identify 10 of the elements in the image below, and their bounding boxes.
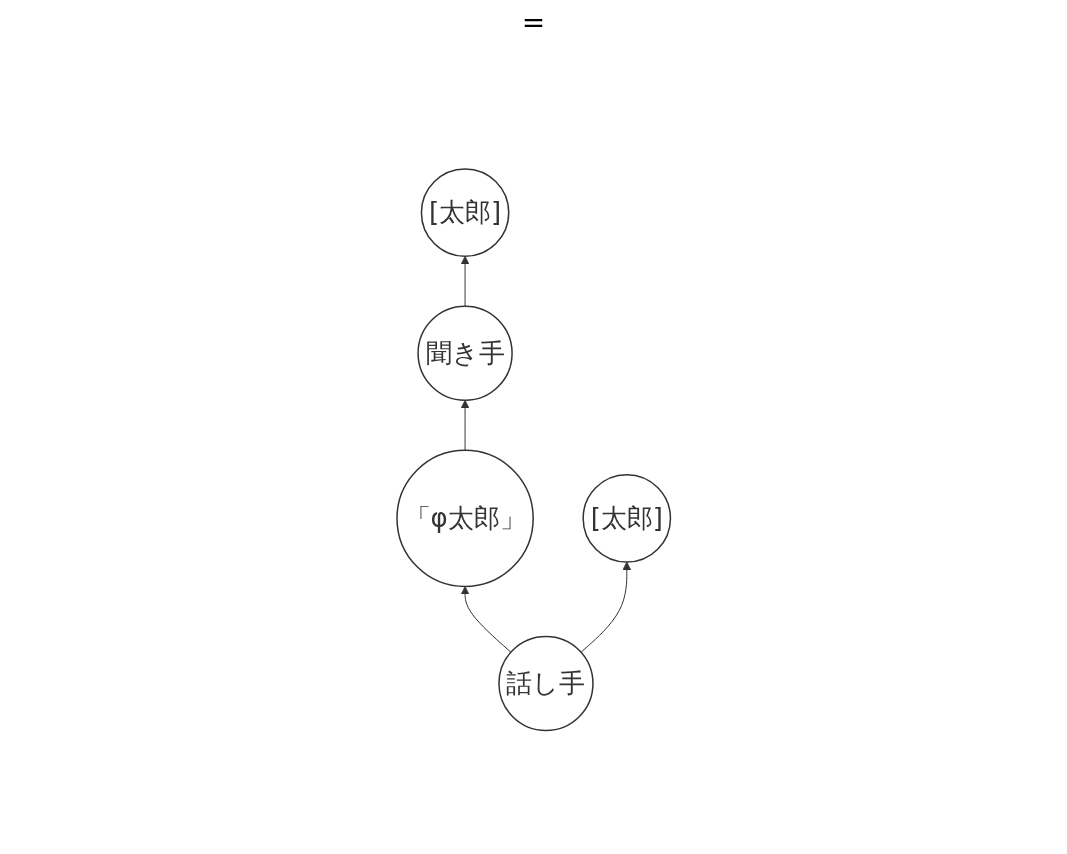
arrow (460, 585, 512, 653)
equals-sign: = (521, 6, 546, 39)
node-circle: 聞き手 (417, 305, 513, 401)
arrow (460, 255, 470, 307)
arrow (460, 399, 470, 451)
arrow (580, 561, 631, 653)
node-circle: [太郎] (582, 473, 671, 563)
node-circle: [太郎] (420, 168, 510, 257)
node-circle: 「φ太郎」 (396, 449, 534, 587)
node-circle: 話し手 (497, 635, 594, 731)
